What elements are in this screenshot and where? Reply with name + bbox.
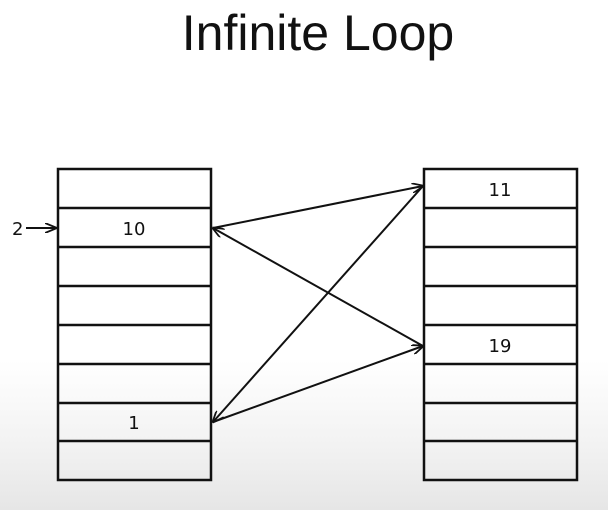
arrow-1-to-19 [212,346,423,423]
left-table-dividers [58,206,211,443]
pointer-label: 2 [12,219,23,240]
right-cell-4: 19 [489,336,512,357]
right-cell-0: 11 [489,180,512,201]
arrow-10-to-11 [212,186,423,229]
left-cell-1: 10 [123,219,146,240]
diagram-title: Infinite Loop [181,5,455,61]
right-table: 11 19 [422,167,579,482]
arrow-19-to-10 [213,228,424,347]
right-table-dividers [424,206,577,443]
left-cell-6: 1 [128,413,139,434]
left-table: 10 1 [56,167,213,482]
arrow-11-to-1 [213,185,424,422]
link-arrows [213,186,423,422]
entry-pointer: 2 [12,219,56,240]
